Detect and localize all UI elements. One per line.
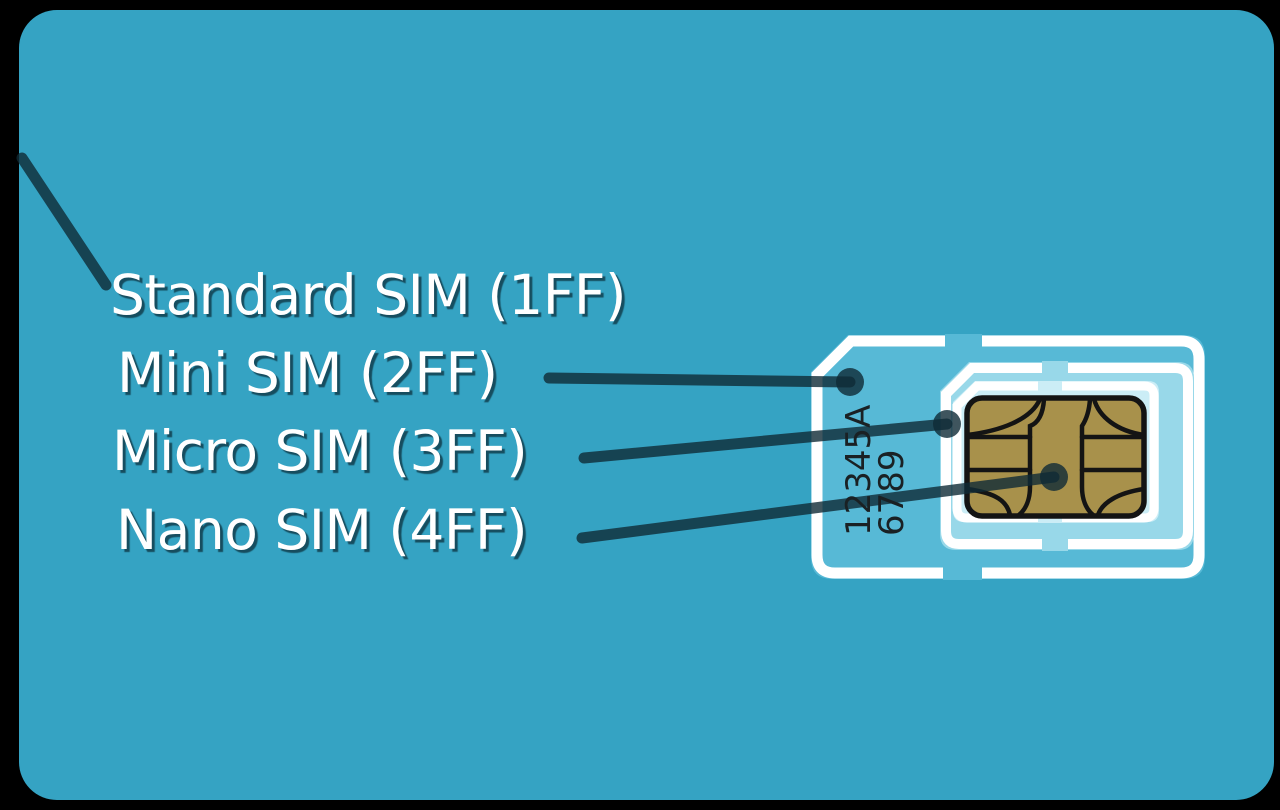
card-serial-number: 12345A 6789 xyxy=(839,400,912,536)
mini-sim-outline xyxy=(811,335,1205,579)
mini-sim-label: Mini SIM (2FF) xyxy=(117,341,498,405)
nano-sim-outline xyxy=(952,381,1159,523)
mini-sim-leader-line xyxy=(543,372,856,388)
micro-sim-label: Micro SIM (3FF) xyxy=(112,419,528,483)
nano-sim-leader-dot xyxy=(1040,463,1068,491)
chip-center-pad-left xyxy=(1016,396,1047,518)
nano-sim-label: Nano SIM (4FF) xyxy=(116,498,528,562)
mini-sim-perforation-gap-bottom xyxy=(943,566,982,580)
micro-sim-perforation-gap-top xyxy=(1042,361,1068,375)
leader-dots xyxy=(836,368,1068,491)
standard-sim-label: Standard SIM (1FF) xyxy=(110,263,626,327)
serial-line-2: 6789 xyxy=(872,449,912,536)
chip-arc-top-left xyxy=(964,396,1043,438)
sim-chip xyxy=(964,395,1147,519)
micro-sim-leader-line xyxy=(578,418,953,464)
micro-sim-leader-dot xyxy=(933,410,961,438)
chip-contact-lines xyxy=(964,396,1147,518)
nano-sim-perforation-gap-top xyxy=(1038,381,1062,392)
nano-sim-leader-line xyxy=(576,471,1060,544)
leader-lines xyxy=(543,372,1060,544)
standard-sim-card xyxy=(19,10,1274,800)
standard-sim-leader-line xyxy=(16,152,112,291)
chip-arc-top-right xyxy=(1091,396,1147,438)
chip-center-pad-right xyxy=(1079,396,1096,518)
mini-sim-perforation-gap-top xyxy=(945,334,982,348)
micro-sim-perforation-gap-bottom xyxy=(1042,537,1068,551)
chip-arc-bottom-right xyxy=(1095,486,1147,518)
mini-sim-leader-dot xyxy=(836,368,864,396)
micro-sim-outline xyxy=(941,363,1193,549)
